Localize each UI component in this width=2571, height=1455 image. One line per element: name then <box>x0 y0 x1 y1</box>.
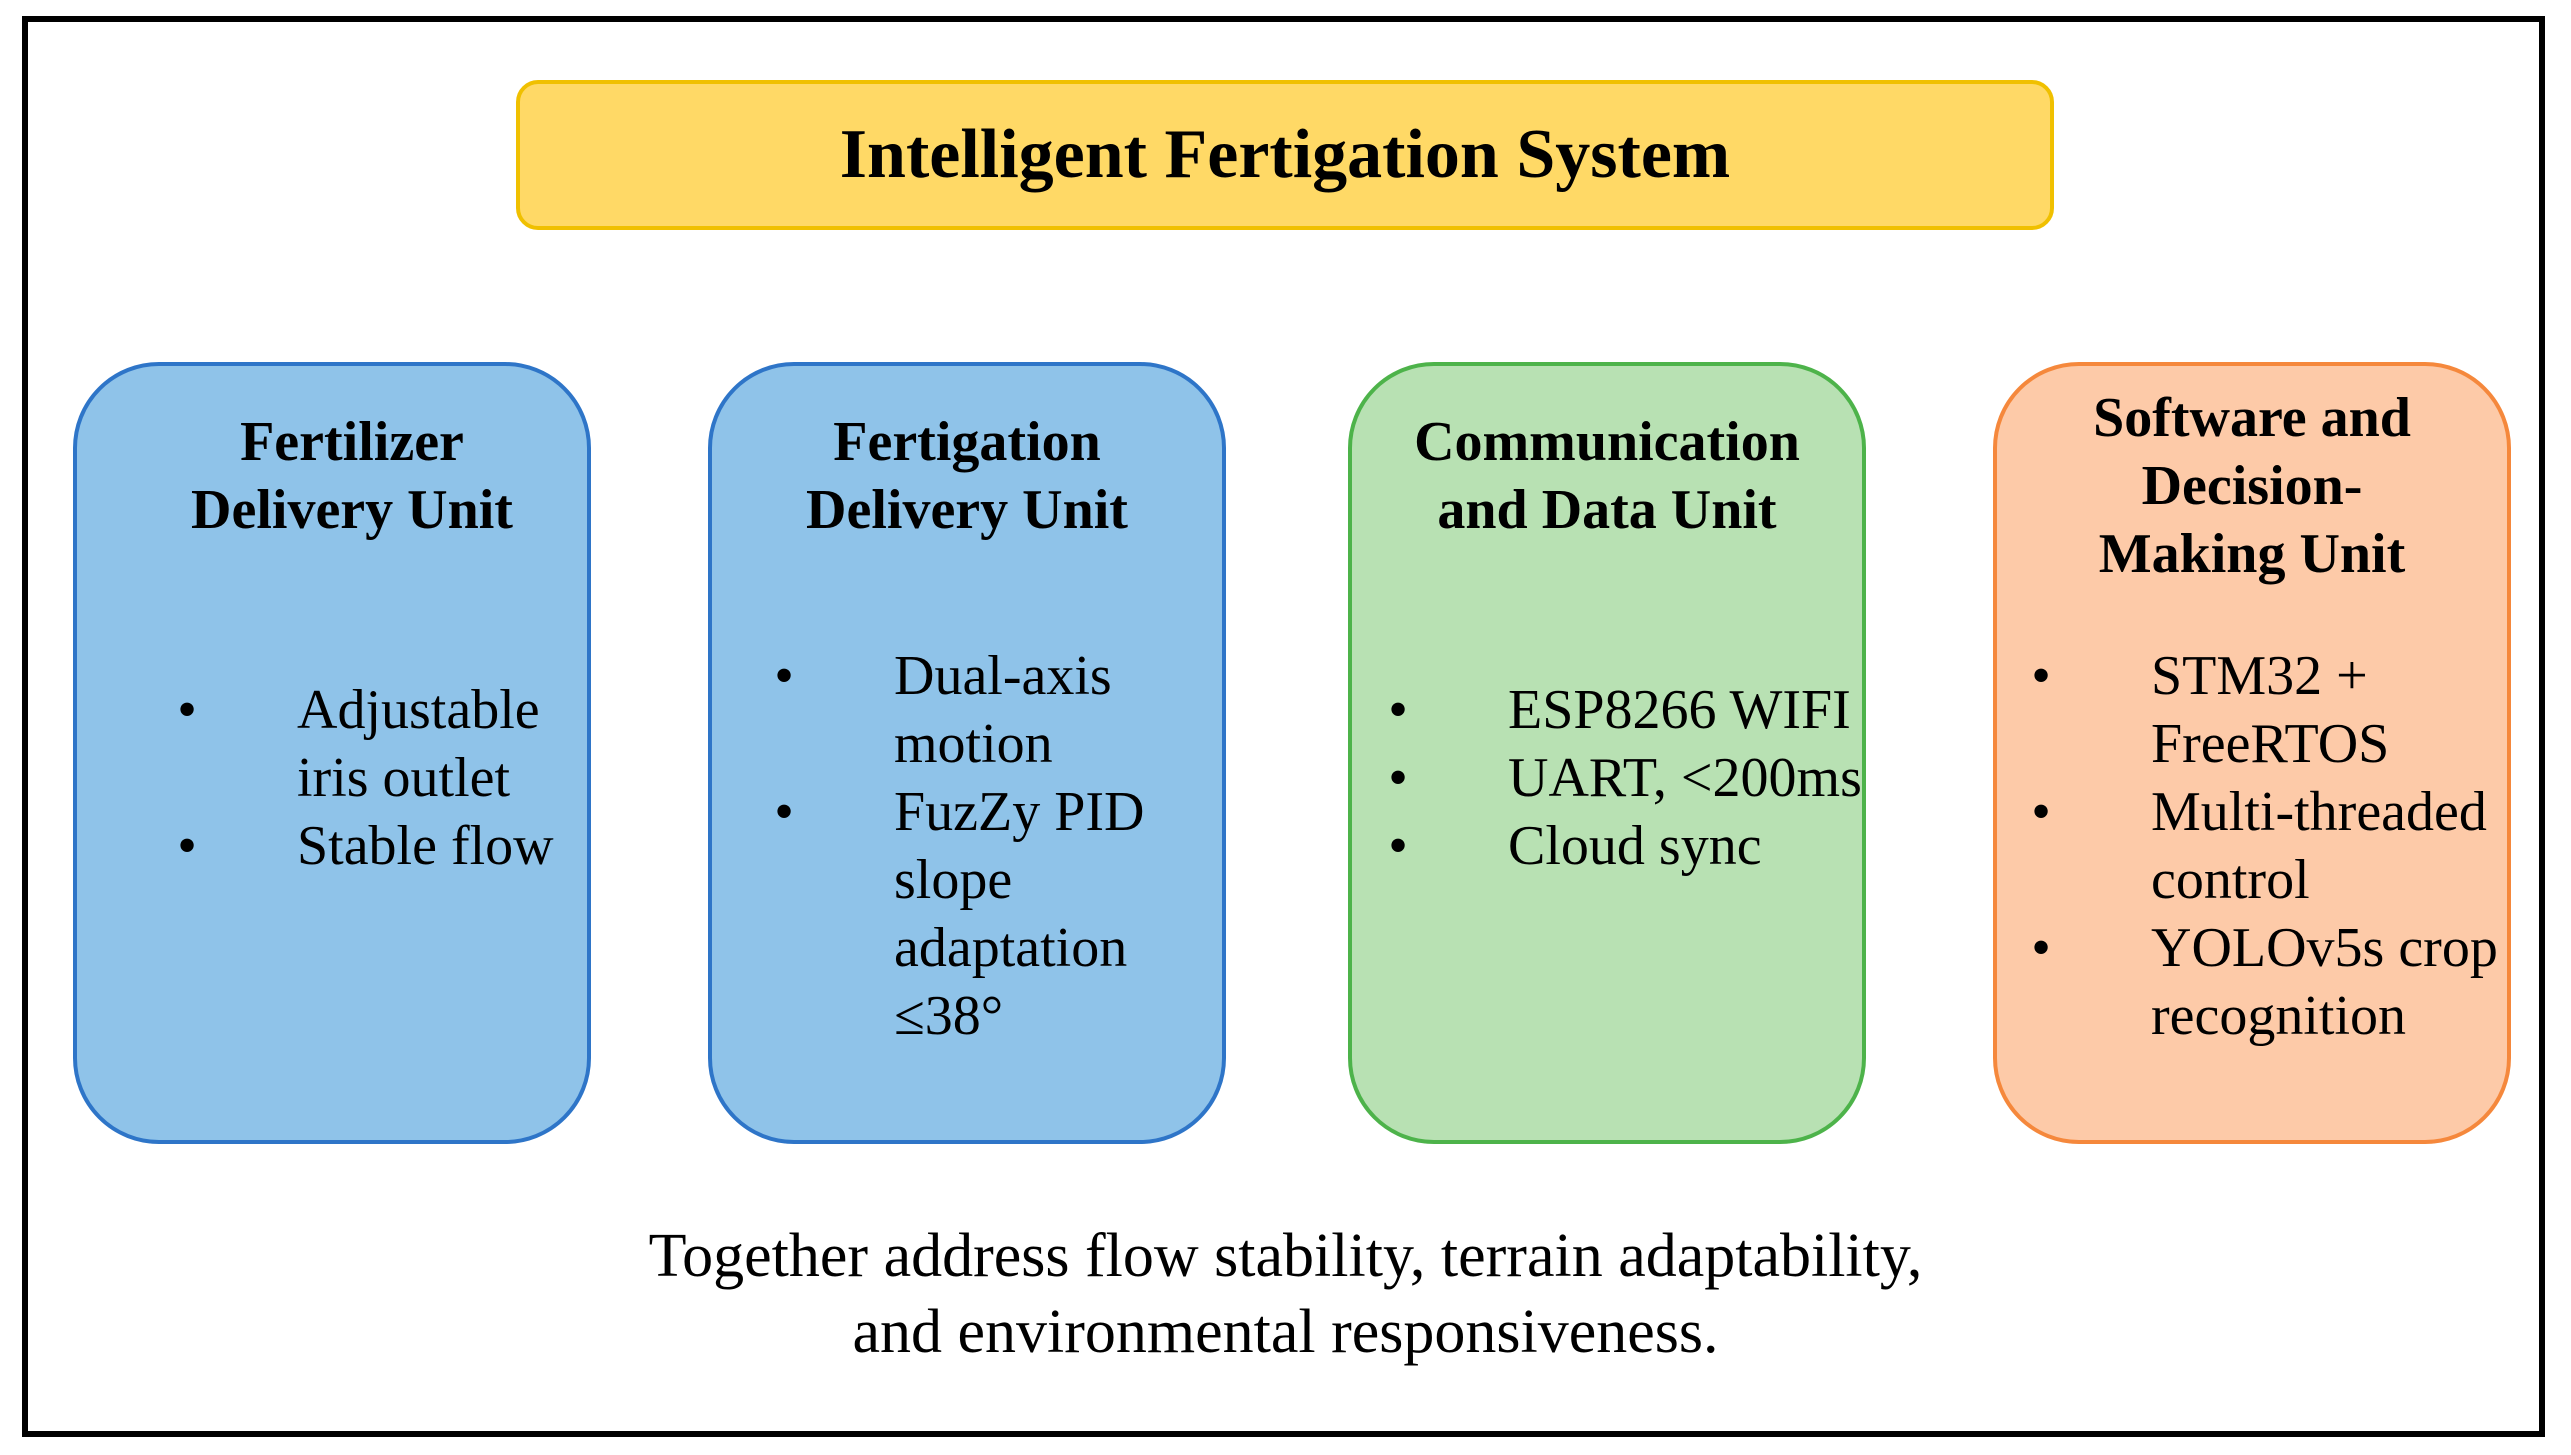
list-item: • STM32 + FreeRTOS <box>2021 642 2498 778</box>
unit-title: Fertilizer Delivery Unit <box>191 411 513 541</box>
list-item-text: ESP8266 WIFI <box>1508 679 1851 741</box>
list-item-text: Multi-threaded control <box>2151 781 2487 911</box>
unit-title: Communication and Data Unit <box>1414 411 1800 541</box>
list-item-text: Dual-axis motion <box>894 645 1112 775</box>
bullet-icon: • <box>1388 747 1408 809</box>
system-title-box: Intelligent Fertigation System <box>516 80 2054 230</box>
unit-title: Fertigation Delivery Unit <box>806 411 1128 541</box>
list-item: • Multi-threaded control <box>2021 778 2498 914</box>
list-item: • UART, <200ms <box>1378 744 1862 812</box>
list-item: • ESP8266 WIFI <box>1378 676 1862 744</box>
bullet-icon: • <box>774 781 794 843</box>
bullet-icon: • <box>2031 781 2051 843</box>
communication-data-unit-card: Communication and Data Unit • ESP8266 WIF… <box>1348 362 1866 1144</box>
list-item: • FuzZy PID slope adaptation ≤38° <box>764 778 1144 1050</box>
bullet-icon: • <box>2031 645 2051 707</box>
bullet-icon: • <box>1388 815 1408 877</box>
list-item-text: Stable flow <box>297 815 554 877</box>
list-item: • Dual-axis motion <box>764 642 1144 778</box>
unit-feature-list: • ESP8266 WIFI • UART, <200ms • Cloud sync <box>1378 676 1862 880</box>
system-title: Intelligent Fertigation System <box>839 116 1731 193</box>
list-item: • YOLOv5s crop recognition <box>2021 914 2498 1050</box>
list-item-text: FuzZy PID slope adaptation ≤38° <box>894 781 1145 1047</box>
list-item: • Adjustable iris outlet <box>167 676 554 812</box>
list-item-text: Cloud sync <box>1508 815 1762 877</box>
list-item: • Stable flow <box>167 812 554 880</box>
summary-caption: Together address flow stability, terrain… <box>648 1222 1923 1366</box>
list-item-text: UART, <200ms <box>1508 747 1862 809</box>
list-item-text: Adjustable iris outlet <box>297 679 540 809</box>
unit-title: Software and Decision- Making Unit <box>2093 387 2411 585</box>
bullet-icon: • <box>177 679 197 741</box>
unit-feature-list: • STM32 + FreeRTOS • Multi-threaded contro… <box>2021 642 2498 1050</box>
bullet-icon: • <box>774 645 794 707</box>
list-item-text: YOLOv5s crop recognition <box>2151 917 2498 1047</box>
list-item-text: STM32 + FreeRTOS <box>2151 645 2390 775</box>
unit-feature-list: • Adjustable iris outlet • Stable flow <box>167 676 554 880</box>
unit-feature-list: • Dual-axis motion • FuzZy PID slope adapt… <box>764 642 1144 1050</box>
fertilizer-delivery-unit-card: Fertilizer Delivery Unit • Adjustable iri… <box>73 362 591 1144</box>
fertigation-delivery-unit-card: Fertigation Delivery Unit • Dual-axis mot… <box>708 362 1226 1144</box>
bullet-icon: • <box>177 815 197 877</box>
software-decision-unit-card: Software and Decision- Making Unit • STM3… <box>1993 362 2511 1144</box>
bullet-icon: • <box>1388 679 1408 741</box>
list-item: • Cloud sync <box>1378 812 1862 880</box>
bullet-icon: • <box>2031 917 2051 979</box>
